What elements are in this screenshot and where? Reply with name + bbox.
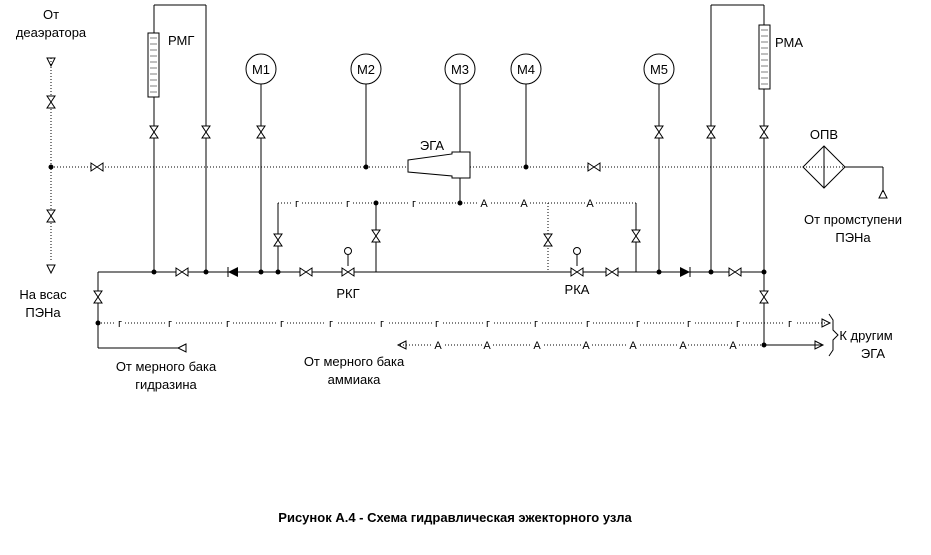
- mark-g-mid-2: г: [412, 198, 416, 210]
- mark-a-low-2-bg: [532, 339, 542, 351]
- mark-g-low-8-bg: [531, 317, 541, 329]
- label-rka: РКА: [565, 282, 590, 297]
- mark-g-low-11-bg: [684, 317, 694, 329]
- mark-a-low-0-bg: [433, 339, 443, 351]
- mark-g-low-9: г: [586, 318, 590, 330]
- mark-g-low-10-bg: [633, 317, 643, 329]
- mark-a-low-2: А: [533, 340, 541, 352]
- mark-a-low-1-bg: [482, 339, 492, 351]
- mark-a-low-5-bg: [678, 339, 688, 351]
- mark-g-low-4-bg: [326, 317, 336, 329]
- label-rma: РМА: [775, 35, 803, 50]
- mark-g-low-1-bg: [165, 317, 175, 329]
- label-rkg: РКГ: [336, 286, 359, 301]
- mark-a-low-4: А: [629, 340, 637, 352]
- flow-arrows: [46, 57, 888, 353]
- label-m2: М2: [357, 62, 375, 77]
- mark-g-low-12-bg: [733, 317, 743, 329]
- label-ega: ЭГА: [420, 138, 445, 153]
- mark-g-low-13: г: [788, 318, 792, 330]
- mark-g-mid-0: г: [295, 198, 299, 210]
- mark-g-mid-0-bg: [292, 197, 302, 209]
- figure-caption: Рисунок А.4 - Схема гидравлическая эжект…: [278, 510, 632, 525]
- rotameters: [147, 24, 771, 98]
- junctions: [48, 164, 767, 348]
- mark-g-low-3: г: [280, 318, 284, 330]
- label-other-ega-1: К другим: [839, 328, 892, 343]
- mark-g-low-0: г: [118, 318, 122, 330]
- control-valve-actuators: [344, 247, 581, 266]
- label-m3: М3: [451, 62, 469, 77]
- label-opv: ОПВ: [810, 127, 838, 142]
- mark-a-low-3: А: [582, 340, 590, 352]
- label-hydrazine-2: гидразина: [135, 377, 197, 392]
- mark-g-low-9-bg: [583, 317, 593, 329]
- label-from-deaerator-2: деаэратора: [16, 25, 87, 40]
- mark-a-mid-1-bg: [519, 197, 529, 209]
- label-m1: М1: [252, 62, 270, 77]
- label-pen-suction-2: ПЭНа: [25, 305, 61, 320]
- mark-g-low-11: г: [687, 318, 691, 330]
- labels: От деаэратора На всас ПЭНа РМГ РМА М1 М2…: [16, 7, 902, 392]
- mark-a-mid-1: А: [520, 198, 528, 210]
- mark-g-mid-1-bg: [343, 197, 353, 209]
- mark-g-low-5: г: [380, 318, 384, 330]
- mark-a-mid-2: А: [586, 198, 594, 210]
- mark-g-low-3-bg: [277, 317, 287, 329]
- mark-g-low-7: г: [486, 318, 490, 330]
- label-m5: М5: [650, 62, 668, 77]
- mark-g-low-1: г: [168, 318, 172, 330]
- mark-a-mid-0: А: [480, 198, 488, 210]
- mark-a-low-3-bg: [581, 339, 591, 351]
- mark-g-low-6: г: [435, 318, 439, 330]
- label-m4: М4: [517, 62, 535, 77]
- label-from-deaerator-1: От: [43, 7, 59, 22]
- filter-opv: [802, 145, 846, 189]
- label-rmg: РМГ: [168, 33, 194, 48]
- mark-a-low-6-bg: [728, 339, 738, 351]
- mark-g-low-13-bg: [785, 317, 795, 329]
- label-promstage-1: От промступени: [804, 212, 902, 227]
- brace: [828, 313, 839, 357]
- check-valves: [227, 267, 691, 277]
- mark-g-low-8: г: [534, 318, 538, 330]
- mark-a-mid-0-bg: [479, 197, 489, 209]
- ejector: [407, 151, 471, 179]
- mark-a-low-4-bg: [628, 339, 638, 351]
- mark-g-low-4: г: [329, 318, 333, 330]
- mark-g-low-0-bg: [115, 317, 125, 329]
- mark-a-low-0: А: [434, 340, 442, 352]
- mark-g-low-10: г: [636, 318, 640, 330]
- mark-a-low-6: А: [729, 340, 737, 352]
- mark-g-mid-2-bg: [409, 197, 419, 209]
- label-pen-suction-1: На всас: [19, 287, 67, 302]
- label-ammonia-2: аммиака: [328, 372, 382, 387]
- mark-g-mid-1: г: [346, 198, 350, 210]
- mark-a-mid-2-bg: [585, 197, 595, 209]
- mark-g-low-12: г: [736, 318, 740, 330]
- mark-a-low-5: А: [679, 340, 687, 352]
- label-promstage-2: ПЭНа: [835, 230, 871, 245]
- label-other-ega-2: ЭГА: [861, 346, 886, 361]
- mark-a-low-1: А: [483, 340, 491, 352]
- mark-g-low-2: г: [226, 318, 230, 330]
- mark-g-low-5-bg: [377, 317, 387, 329]
- label-ammonia-1: От мерного бака: [304, 354, 405, 369]
- mark-g-low-6-bg: [432, 317, 442, 329]
- mark-g-low-2-bg: [223, 317, 233, 329]
- label-hydrazine-1: От мерного бака: [116, 359, 217, 374]
- mark-g-low-7-bg: [483, 317, 493, 329]
- pressure-gauges: [245, 53, 675, 85]
